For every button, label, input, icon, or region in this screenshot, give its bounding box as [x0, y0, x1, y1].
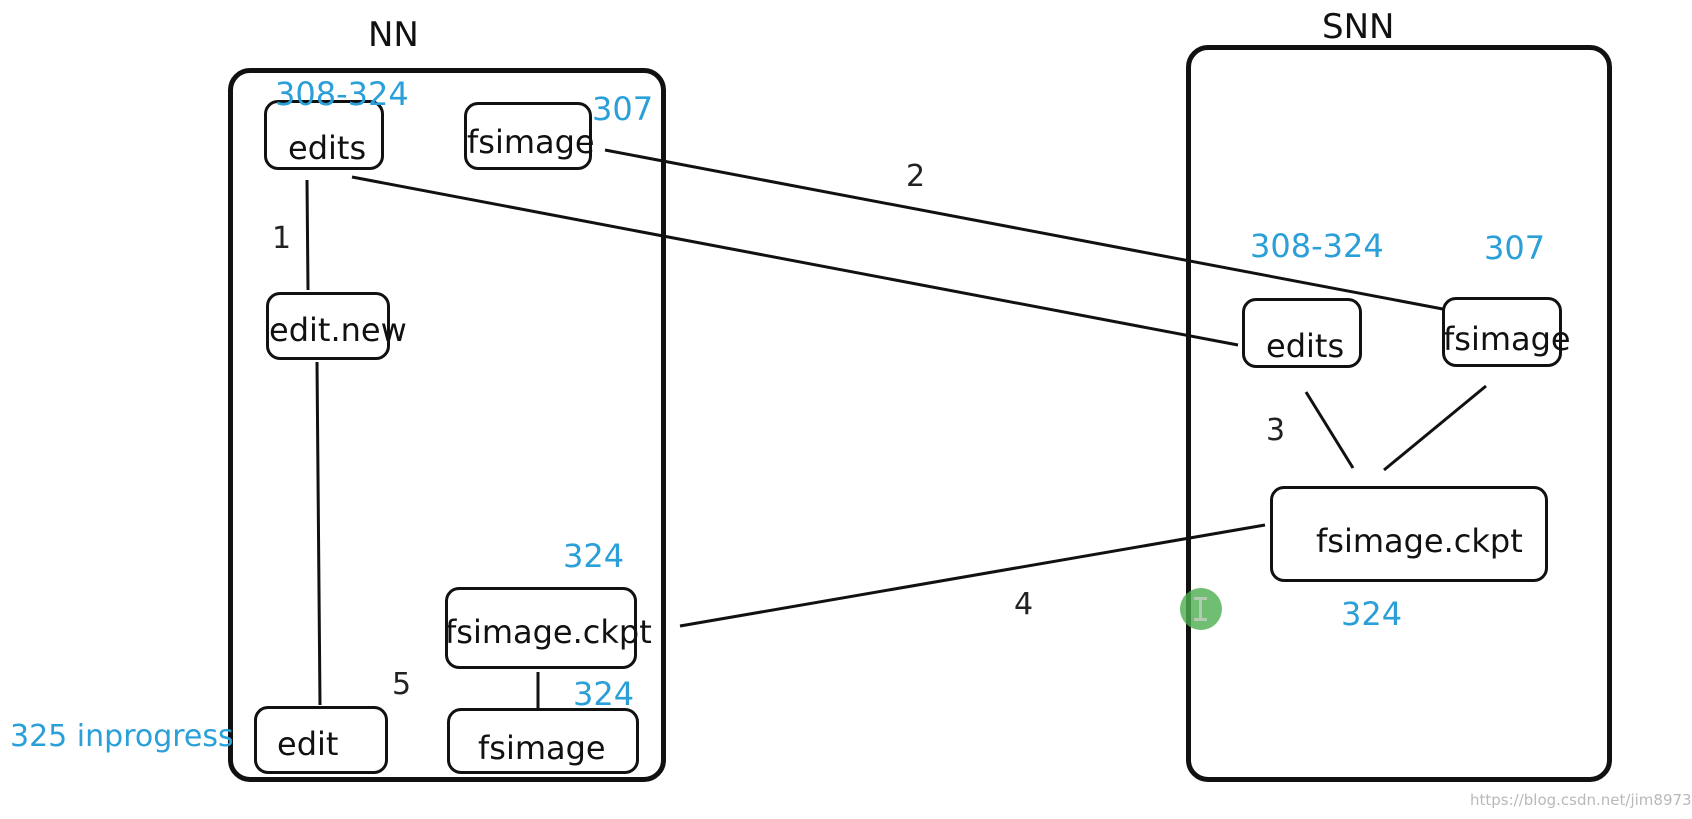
nn-ckpt-label: fsimage.ckpt	[445, 613, 652, 651]
line-snn-edits-to-ckpt	[1304, 391, 1355, 469]
snn-ckpt-version: 324	[1341, 595, 1403, 633]
step-4-label: 4	[1014, 587, 1034, 622]
step-3-label: 3	[1266, 413, 1286, 448]
nn-edit-new-label: edit.new	[269, 311, 407, 349]
snn-fsimage-label: fsimage	[1443, 320, 1571, 358]
watermark-text: https://blog.csdn.net/jim8973	[1470, 791, 1692, 809]
nn-edits-node	[264, 100, 384, 170]
snn-ckpt-label: fsimage.ckpt	[1316, 522, 1523, 560]
nn-new-fsimage-label: fsimage	[478, 729, 606, 767]
step-1-label: 1	[272, 221, 292, 256]
text-cursor-icon	[1180, 588, 1222, 630]
snn-container	[1186, 45, 1612, 782]
nn-container	[228, 68, 666, 782]
nn-fsimage-node	[464, 102, 592, 170]
line-editnew-to-edit	[315, 361, 322, 706]
snn-fsimage-version: 307	[1484, 229, 1546, 267]
nn-new-fsimage-node	[447, 708, 639, 774]
line-edits-to-snn-edits	[351, 175, 1239, 347]
line-edits-to-editnew	[305, 179, 310, 291]
nn-fsimage-version: 307	[592, 90, 654, 128]
line-snn-ckpt-to-nn-ckpt	[679, 523, 1266, 628]
nn-ckpt-version: 324	[563, 537, 625, 575]
snn-edits-range: 308-324	[1250, 227, 1384, 265]
nn-edits-label: edits	[288, 129, 367, 167]
step-5-label: 5	[392, 667, 412, 702]
nn-edit-inprogress: 325 inprogress	[10, 719, 234, 754]
nn-edit-node	[254, 706, 388, 774]
snn-edits-node	[1242, 298, 1362, 368]
snn-ckpt-node	[1270, 486, 1548, 582]
nn-fsimage-label: fsimage	[467, 123, 595, 161]
snn-fsimage-node	[1442, 297, 1562, 367]
nn-edit-label: edit	[277, 725, 339, 763]
snn-edits-label: edits	[1266, 327, 1345, 365]
nn-ckpt-node	[445, 587, 637, 669]
line-snn-fsimage-to-ckpt	[1383, 384, 1487, 472]
line-fsimage-to-snn-fsimage	[604, 148, 1449, 312]
nn-edit-new-node	[266, 292, 390, 360]
snn-title: SNN	[1322, 7, 1395, 47]
nn-edits-range: 308-324	[275, 75, 409, 113]
nn-title: NN	[368, 15, 419, 55]
step-2-label: 2	[906, 159, 926, 194]
nn-new-fsimage-version: 324	[573, 675, 635, 713]
